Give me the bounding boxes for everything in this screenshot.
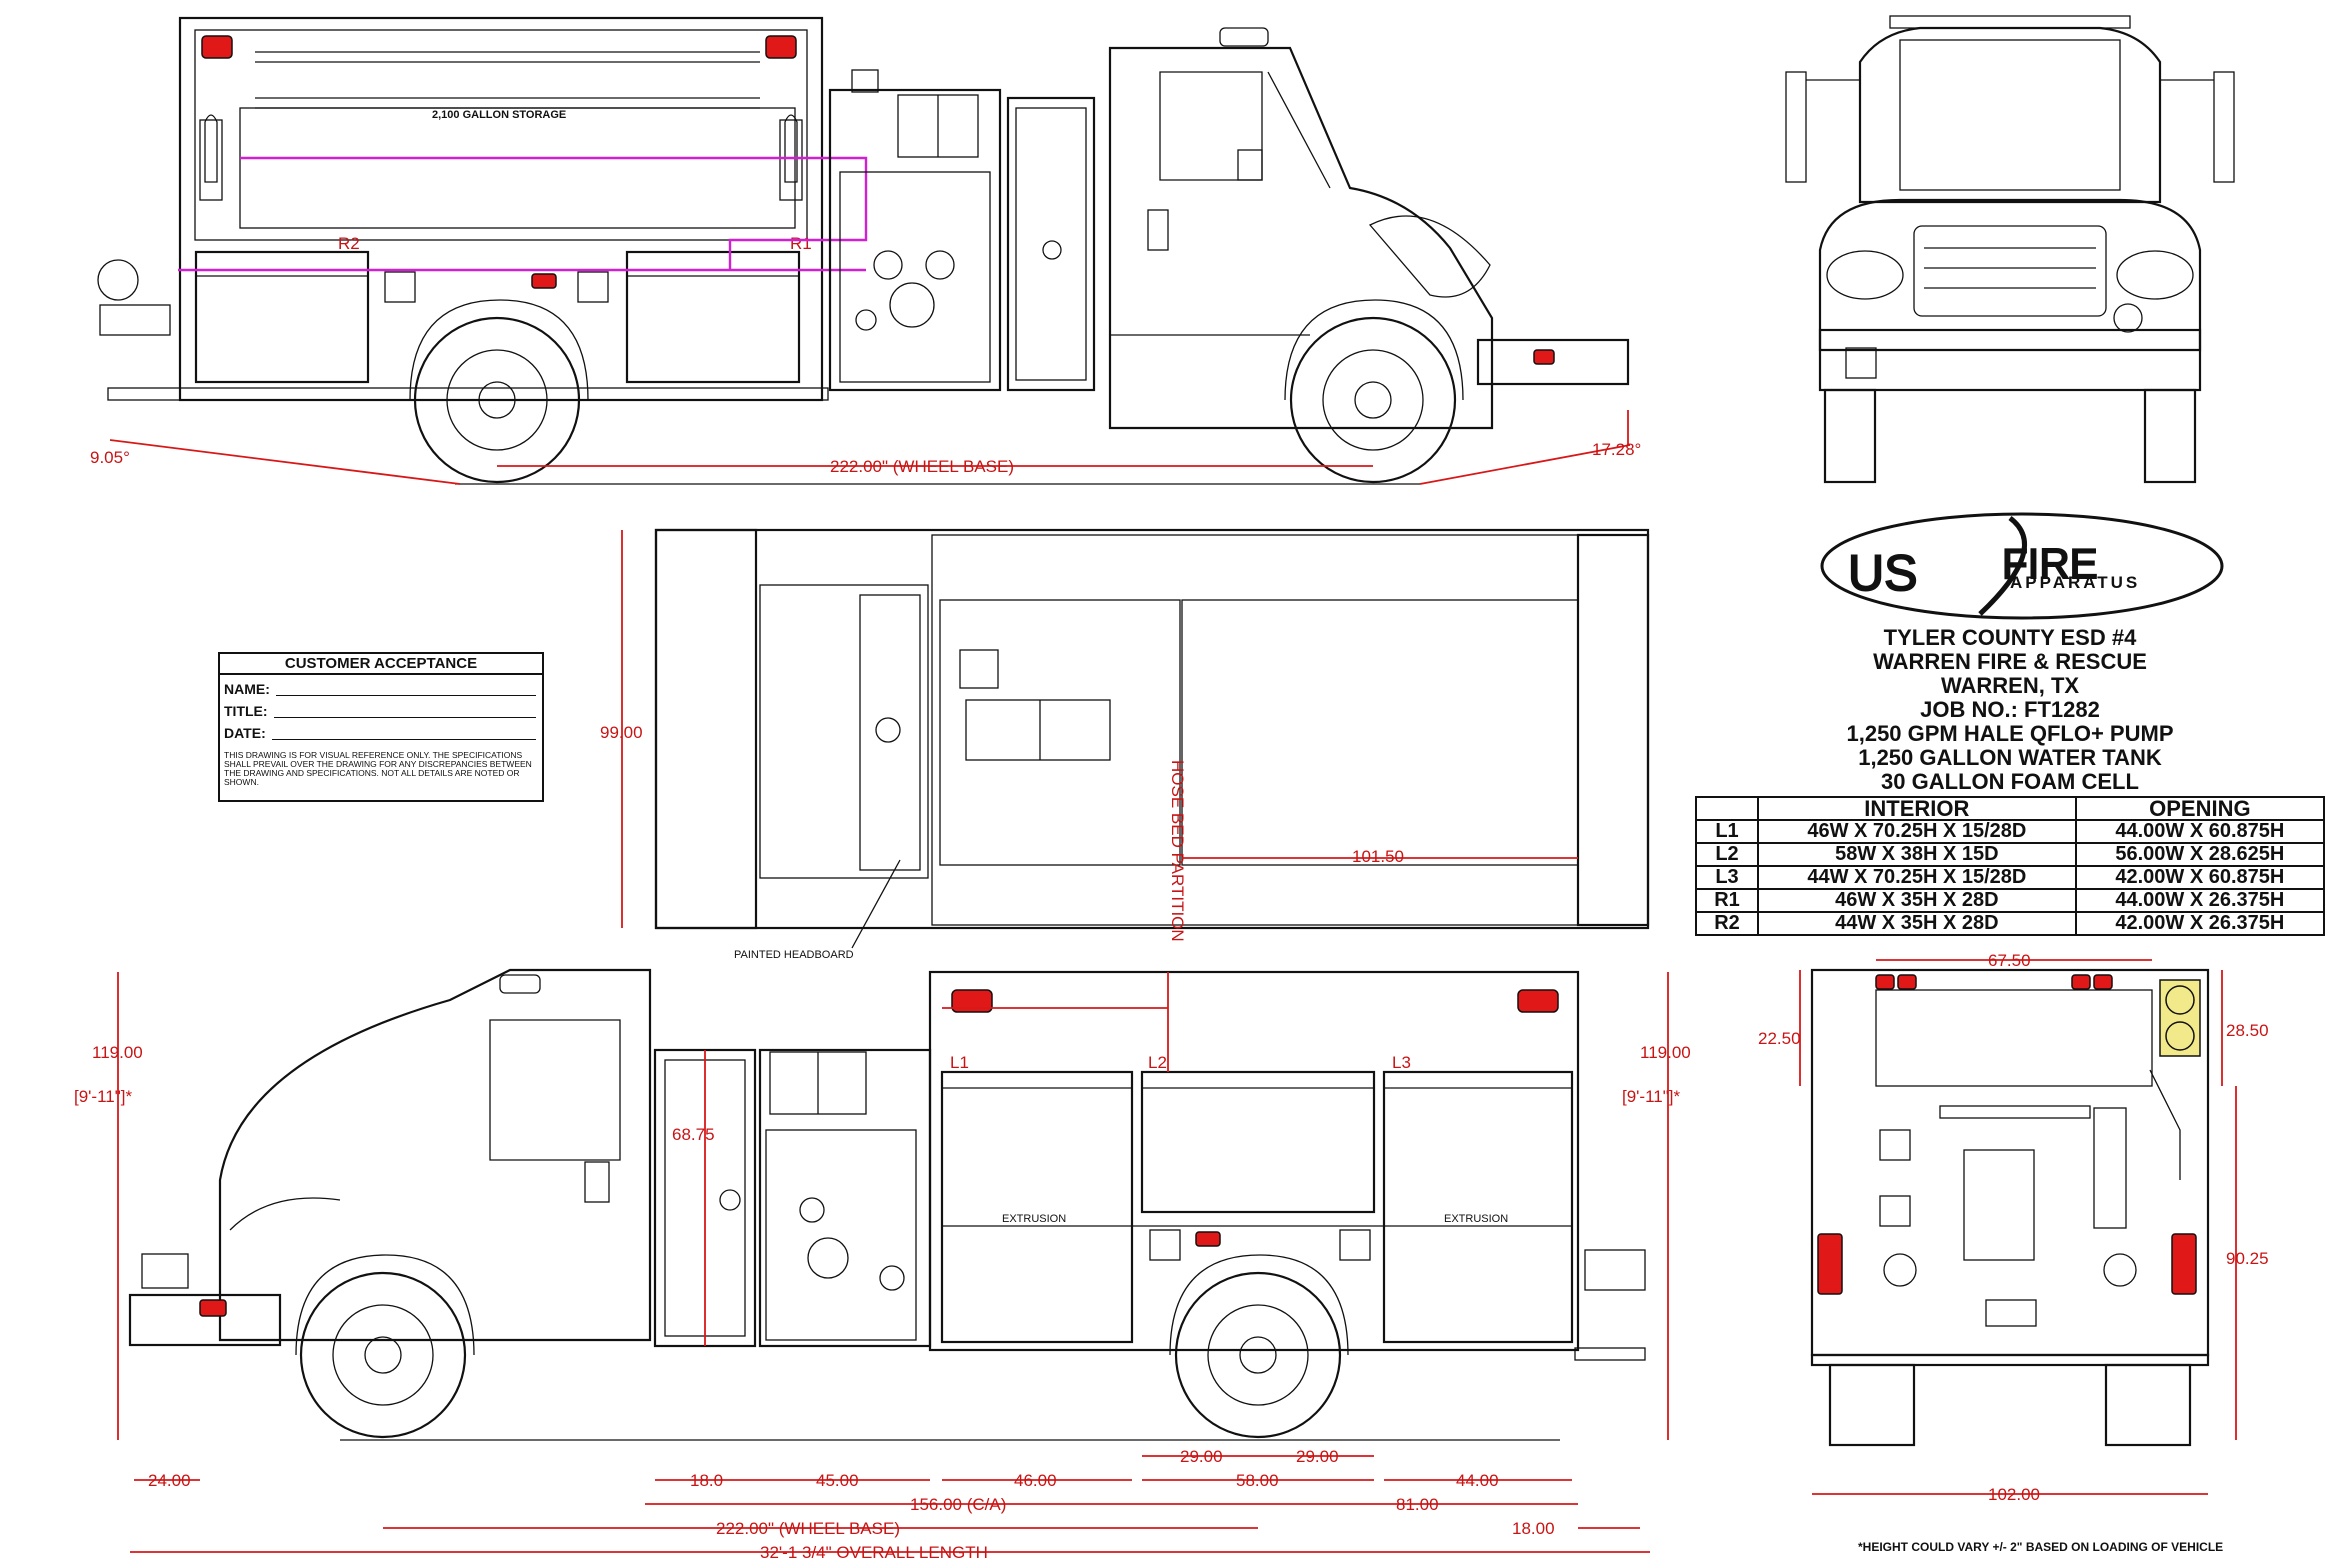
- row-interior: 46W X 35H X 28D: [1757, 888, 2077, 913]
- table-row: R2 44W X 35H X 28D 42.00W X 26.375H: [1695, 911, 2326, 936]
- logo-fire: FIRE: [2002, 540, 2098, 587]
- row-opening: 44.00W X 26.375H: [2074, 888, 2326, 913]
- date-signature-line[interactable]: [271, 725, 536, 740]
- row-code: L1: [1695, 819, 1759, 844]
- info-line: 30 GALLON FOAM CELL: [1881, 769, 2139, 794]
- info-line: WARREN FIRE & RESCUE: [1873, 649, 2147, 674]
- row-code: L2: [1695, 842, 1759, 867]
- table-header-code: [1695, 796, 1759, 821]
- logo-us: US: [1848, 545, 1917, 601]
- table-row: L1 46W X 70.25H X 15/28D 44.00W X 60.875…: [1695, 819, 2326, 844]
- table-header-row: INTERIOR OPENING: [1695, 796, 2326, 821]
- r2-label: R2: [338, 234, 360, 253]
- dim-18-rear: 18.00: [1512, 1519, 1555, 1538]
- rear-dim-2850: 28.50: [2226, 1021, 2269, 1040]
- extrusion-label-l3: EXTRUSION: [1444, 1213, 1508, 1225]
- table-row: R1 46W X 35H X 28D 44.00W X 26.375H: [1695, 888, 2326, 913]
- dim-18: 18.0: [690, 1471, 723, 1490]
- customer-info-block: TYLER COUNTY ESD #4 WARREN FIRE & RESCUE…: [1686, 626, 2334, 794]
- row-interior: 44W X 70.25H X 15/28D: [1757, 865, 2077, 890]
- row-interior: 58W X 38H X 15D: [1757, 842, 2077, 867]
- rear-dim-6750: 67.50: [1988, 951, 2031, 970]
- l3-label: L3: [1392, 1053, 1411, 1072]
- row-opening: 56.00W X 28.625H: [2074, 842, 2326, 867]
- l1-label: L1: [950, 1053, 969, 1072]
- table-row: L2 58W X 38H X 15D 56.00W X 28.625H: [1695, 842, 2326, 867]
- row-opening: 42.00W X 60.875H: [2074, 865, 2326, 890]
- approach-angle-left: 9.05°: [90, 448, 130, 467]
- title-label: TITLE:: [224, 703, 268, 719]
- plan-length-dim: 101.50: [1352, 847, 1404, 866]
- info-line: JOB NO.: FT1282: [1920, 697, 2100, 722]
- right-height-ft-dim: [9'-11"]*: [1622, 1087, 1680, 1106]
- overall-length-dim: 32'-1 3/4" OVERALL LENGTH: [760, 1543, 988, 1562]
- row-code: L3: [1695, 865, 1759, 890]
- hose-bed-partition-label: HOSE BED PARTITION: [1168, 760, 1187, 942]
- date-label: DATE:: [224, 725, 266, 741]
- dim-58: 58.00: [1236, 1471, 1279, 1490]
- extrusion-label-l1: EXTRUSION: [1002, 1213, 1066, 1225]
- dim-29-right: 29.00: [1296, 1447, 1339, 1466]
- bottom-side-view: EXTRUSION EXTRUSION L1 L2 L3 119.00 [9'-…: [74, 968, 1691, 1562]
- storage-label: 2,100 GALLON STORAGE: [432, 109, 566, 121]
- title-row: TITLE:: [224, 703, 536, 719]
- dim-81: 81.00: [1396, 1495, 1439, 1514]
- plan-width-dim: 99.00: [600, 723, 643, 742]
- compartment-table: INTERIOR OPENING L1 46W X 70.25H X 15/28…: [1695, 796, 2326, 936]
- cab-to-axle-dim: 156.00 (C/A): [910, 1495, 1006, 1514]
- front-view: [1785, 15, 2235, 484]
- rear-width-dim: 102.00: [1988, 1485, 2040, 1504]
- top-side-view: 2,100 GALLON STORAGE R2 R1: [90, 16, 1641, 485]
- table-row: L3 44W X 70.25H X 15/28D 42.00W X 60.875…: [1695, 865, 2326, 890]
- customer-acceptance-box: CUSTOMER ACCEPTANCE NAME: TITLE: DATE: T…: [218, 652, 544, 802]
- row-opening: 42.00W X 26.375H: [2074, 911, 2326, 936]
- rear-dim-9025: 90.25: [2226, 1249, 2269, 1268]
- rear-dim-2250: 22.50: [1758, 1029, 1801, 1048]
- logo-apparatus: APPARATUS: [2010, 573, 2140, 592]
- name-label: NAME:: [224, 681, 270, 697]
- height-footnote: *HEIGHT COULD VARY +/- 2" BASED ON LOADI…: [1858, 1540, 2224, 1554]
- row-opening: 44.00W X 60.875H: [2074, 819, 2326, 844]
- right-height-dim: 119.00: [1640, 1043, 1691, 1062]
- dim-46: 46.00: [1014, 1471, 1057, 1490]
- info-line: 1,250 GPM HALE QFLO+ PUMP: [1846, 721, 2174, 746]
- name-signature-line[interactable]: [275, 681, 536, 696]
- info-line: WARREN, TX: [1940, 673, 2080, 698]
- l2-label: L2: [1148, 1053, 1167, 1072]
- approach-angle-right: 17.28°: [1592, 440, 1641, 459]
- table-header-interior: INTERIOR: [1757, 796, 2077, 821]
- left-height-ft-dim: [9'-11"]*: [74, 1087, 132, 1106]
- rear-view: 67.50 22.50 28.50 90.25 102.00: [1758, 951, 2269, 1504]
- name-row: NAME:: [224, 681, 536, 697]
- date-row: DATE:: [224, 725, 536, 741]
- top-wheelbase-dim: 222.00" (WHEEL BASE): [830, 457, 1014, 476]
- disclaimer-text: THIS DRAWING IS FOR VISUAL REFERENCE ONL…: [224, 750, 532, 787]
- customer-acceptance-title: CUSTOMER ACCEPTANCE: [220, 654, 542, 675]
- dim-45: 45.00: [816, 1471, 859, 1490]
- r1-label: R1: [790, 234, 812, 253]
- us-fire-logo: US FIRE APPARATUS: [1820, 512, 2224, 620]
- dim-29-left: 29.00: [1180, 1447, 1223, 1466]
- painted-headboard-label: PAINTED HEADBOARD: [734, 949, 854, 961]
- left-height-dim: 119.00: [92, 1043, 143, 1062]
- row-code: R1: [1695, 888, 1759, 913]
- dim-44: 44.00: [1456, 1471, 1499, 1490]
- bottom-wheelbase-dim: 222.00" (WHEEL BASE): [716, 1519, 900, 1538]
- row-interior: 46W X 70.25H X 15/28D: [1757, 819, 2077, 844]
- row-code: R2: [1695, 911, 1759, 936]
- front-overhang-dim: 24.00: [148, 1471, 191, 1490]
- title-signature-line[interactable]: [273, 703, 536, 718]
- info-line: 1,250 GALLON WATER TANK: [1858, 745, 2162, 770]
- plan-view: HOSE BED PARTITION 99.00 101.50 PAINTED …: [600, 528, 1650, 961]
- row-interior: 44W X 35H X 28D: [1757, 911, 2077, 936]
- table-header-opening: OPENING: [2074, 796, 2326, 821]
- info-line: TYLER COUNTY ESD #4: [1883, 625, 2137, 650]
- door-height-dim: 68.75: [672, 1125, 715, 1144]
